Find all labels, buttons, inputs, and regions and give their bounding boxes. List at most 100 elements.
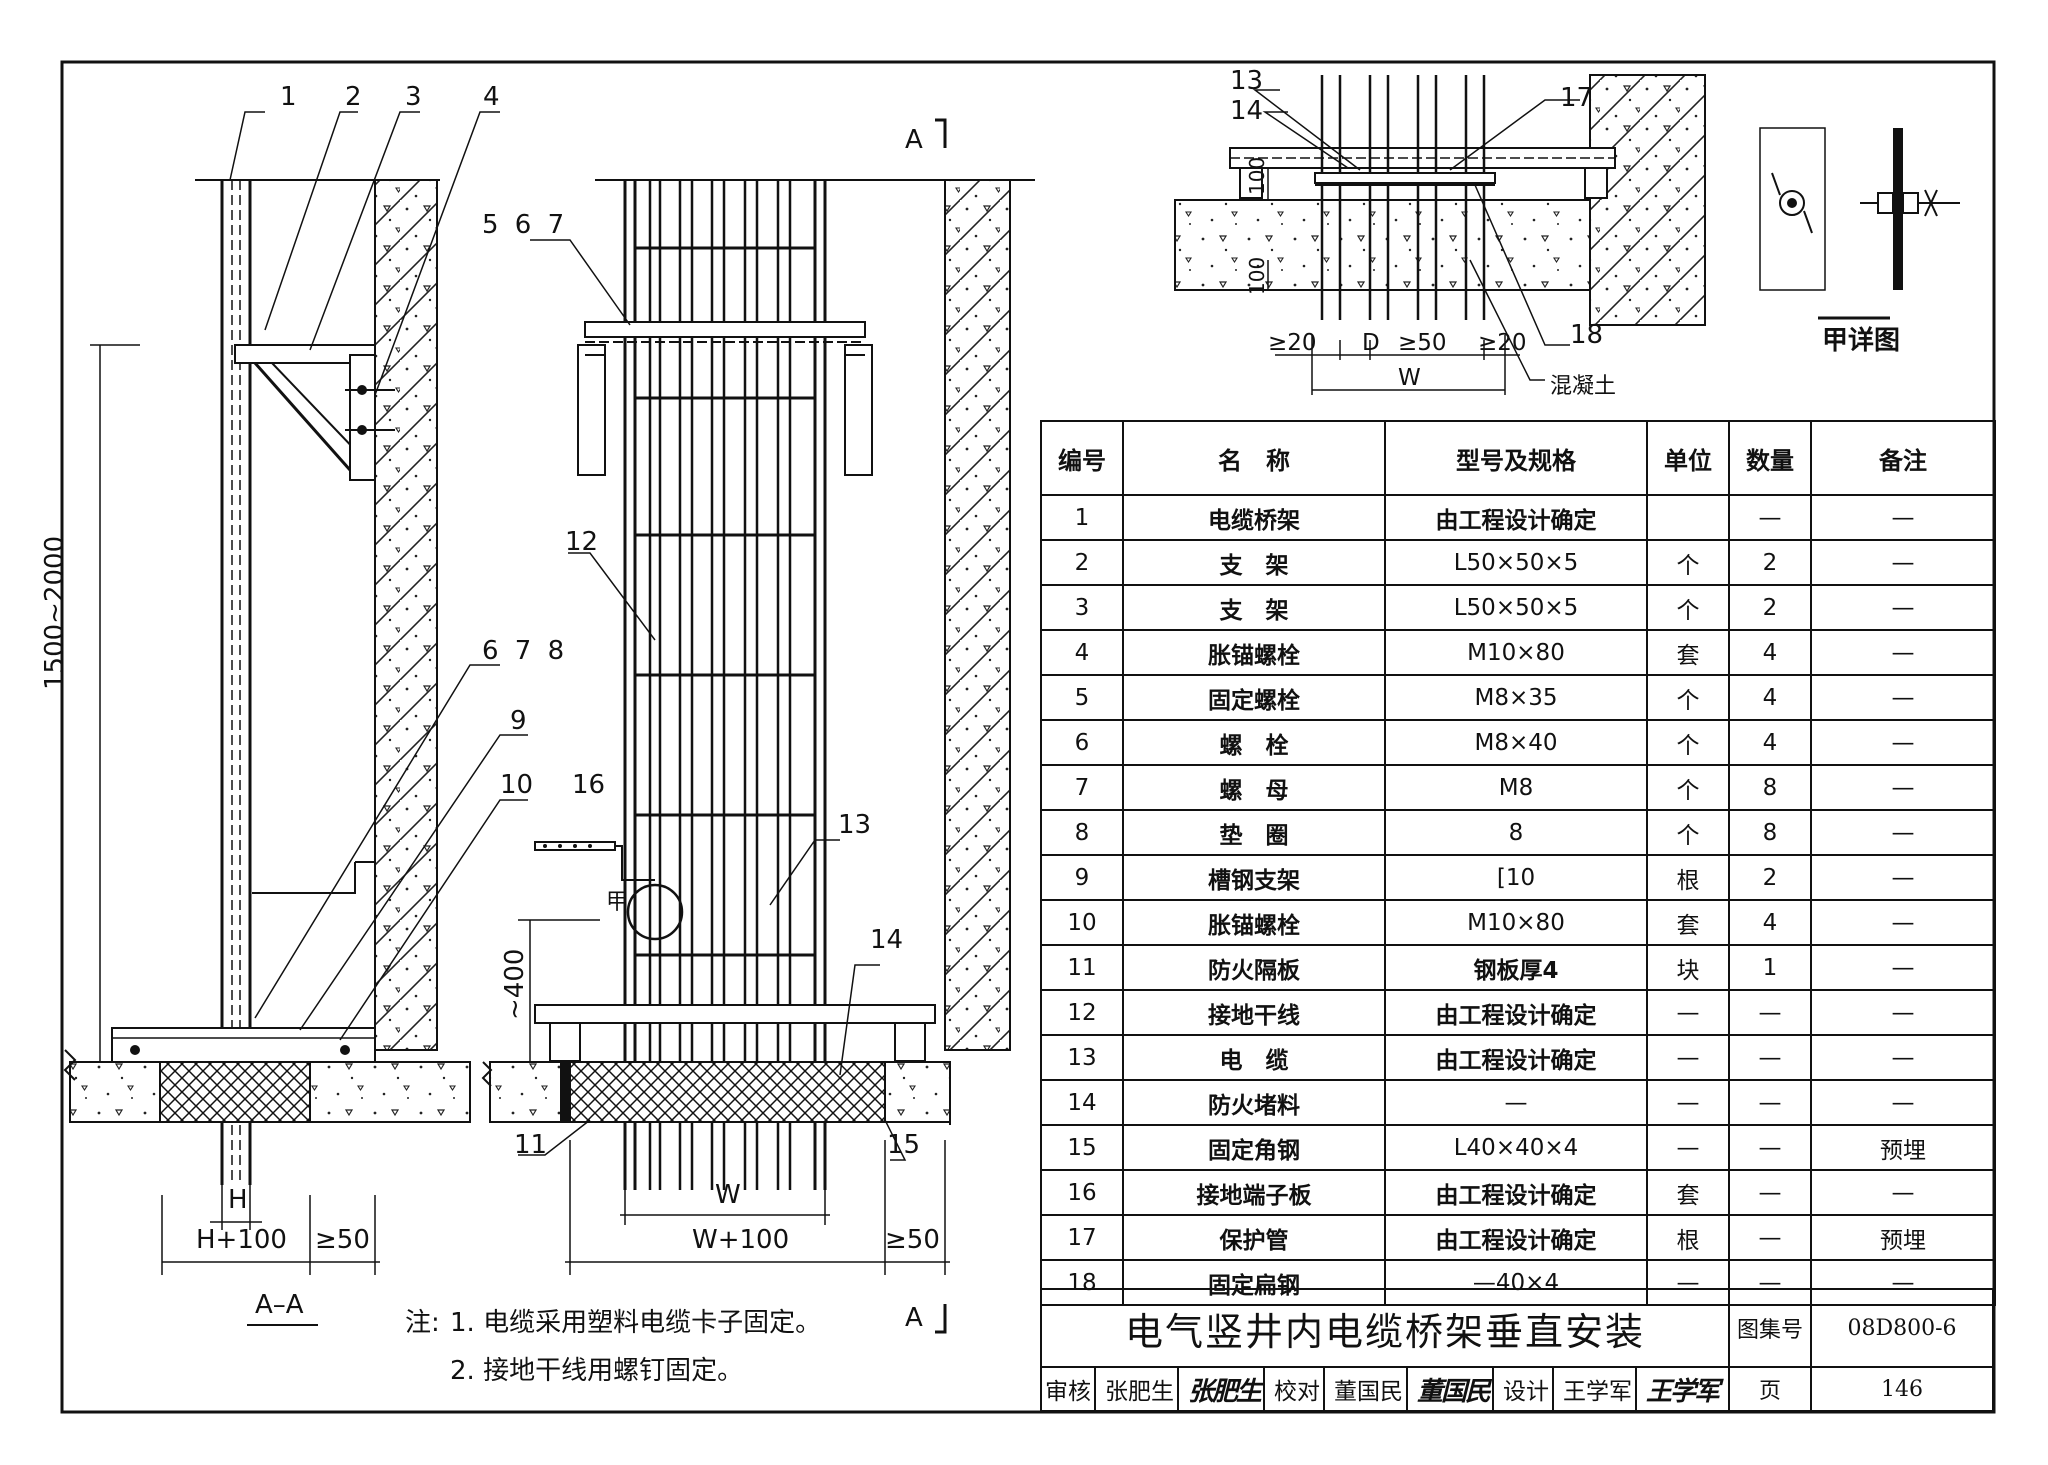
row-qty: 4 bbox=[1728, 674, 1812, 721]
row-qty: — bbox=[1728, 1214, 1812, 1261]
section-mark-bottom: A bbox=[905, 1303, 923, 1333]
callout-17: 17 bbox=[1560, 83, 1594, 113]
row-qty: 2 bbox=[1728, 854, 1812, 901]
dim-d: D bbox=[1362, 330, 1380, 356]
row-qty: 2 bbox=[1728, 539, 1812, 586]
row-no: 4 bbox=[1040, 629, 1124, 676]
callout-14-top: 14 bbox=[1230, 96, 1264, 126]
row-remark: — bbox=[1810, 674, 1996, 721]
atlas-label: 图集号 bbox=[1728, 1288, 1812, 1368]
review-label: 审核 bbox=[1045, 1379, 1091, 1405]
row-spec: L50×50×5 bbox=[1384, 539, 1648, 586]
atlas-number: 08D800-6 bbox=[1810, 1288, 1994, 1368]
row-remark: — bbox=[1810, 584, 1996, 631]
concrete-label: 混凝土 bbox=[1550, 374, 1617, 399]
row-unit: 个 bbox=[1646, 764, 1730, 811]
row-unit: — bbox=[1646, 1079, 1730, 1126]
callout-2: 2 bbox=[345, 82, 362, 112]
check-label: 校对 bbox=[1274, 1379, 1321, 1405]
row-name: 垫 圈 bbox=[1122, 809, 1386, 856]
channel-support bbox=[111, 1027, 376, 1063]
row-unit: 根 bbox=[1646, 854, 1730, 901]
row-name: 电 缆 bbox=[1122, 1034, 1386, 1081]
dim-100-a: 100 bbox=[1245, 156, 1269, 195]
row-no: 1 bbox=[1040, 494, 1124, 541]
row-no: 18 bbox=[1040, 1259, 1124, 1306]
row-no: 13 bbox=[1040, 1034, 1124, 1081]
row-remark: — bbox=[1810, 899, 1996, 946]
section-mark-top: A bbox=[905, 125, 923, 155]
row-unit bbox=[1646, 494, 1730, 541]
header-spec: 型号及规格 bbox=[1384, 420, 1648, 496]
section-a-a-view bbox=[63, 111, 528, 1326]
row-qty: 8 bbox=[1728, 764, 1812, 811]
row-name: 电缆桥架 bbox=[1122, 494, 1386, 541]
row-name: 防火堵料 bbox=[1122, 1079, 1386, 1126]
row-qty: — bbox=[1728, 1259, 1812, 1306]
row-qty: — bbox=[1728, 1169, 1812, 1216]
callout-15: 15 bbox=[887, 1130, 921, 1160]
row-remark: — bbox=[1810, 1079, 1996, 1126]
row-unit: 块 bbox=[1646, 944, 1730, 991]
row-no: 8 bbox=[1040, 809, 1124, 856]
callout-18: 18 bbox=[1570, 320, 1604, 350]
row-no: 5 bbox=[1040, 674, 1124, 721]
tray-rungs bbox=[635, 246, 815, 957]
row-no: 3 bbox=[1040, 584, 1124, 631]
dim-approx-400: ~400 bbox=[500, 948, 530, 1020]
header-unit: 单位 bbox=[1646, 420, 1730, 496]
table-header-row: 编号 名 称 型号及规格 单位 数量 备注 bbox=[1040, 420, 1996, 496]
row-name: 固定螺栓 bbox=[1122, 674, 1386, 721]
design-label: 设计 bbox=[1503, 1379, 1550, 1405]
row-remark: — bbox=[1810, 1259, 1996, 1306]
detail-jia bbox=[1759, 127, 1960, 320]
upper-bracket bbox=[577, 321, 873, 476]
note-1: 1. 电缆采用塑料电缆卡子固定。 bbox=[450, 1308, 822, 1338]
row-remark: — bbox=[1810, 809, 1996, 856]
callout-10: 10 bbox=[500, 770, 534, 800]
row-remark: — bbox=[1810, 1169, 1996, 1216]
row-spec: 由工程设计确定 bbox=[1384, 989, 1648, 1036]
row-spec: 由工程设计确定 bbox=[1384, 494, 1648, 541]
row-spec: M10×80 bbox=[1384, 629, 1648, 676]
row-name: 接地干线 bbox=[1122, 989, 1386, 1036]
row-no: 2 bbox=[1040, 539, 1124, 586]
row-spec: 钢板厚4 bbox=[1384, 944, 1648, 991]
header-name: 名 称 bbox=[1122, 420, 1386, 496]
row-spec: L40×40×4 bbox=[1384, 1124, 1648, 1171]
row-remark: — bbox=[1810, 989, 1996, 1036]
dim-ge20-b: ≥20 bbox=[1478, 330, 1527, 356]
page-number: 146 bbox=[1810, 1366, 1994, 1412]
row-spec: 由工程设计确定 bbox=[1384, 1169, 1648, 1216]
dim-ge20-a: ≥20 bbox=[1268, 330, 1317, 356]
dim-w-plus: W+100 bbox=[692, 1225, 790, 1255]
row-spec: —40×4 bbox=[1384, 1259, 1648, 1306]
row-no: 16 bbox=[1040, 1169, 1124, 1216]
header-remark: 备注 bbox=[1810, 420, 1996, 496]
row-remark: — bbox=[1810, 719, 1996, 766]
header-no: 编号 bbox=[1040, 420, 1124, 496]
row-unit: 个 bbox=[1646, 584, 1730, 631]
row-spec: 由工程设计确定 bbox=[1384, 1034, 1648, 1081]
callout-16: 16 bbox=[572, 770, 606, 800]
row-spec: L50×50×5 bbox=[1384, 584, 1648, 631]
floor-opening-detail bbox=[1174, 74, 1706, 395]
row-spec: 由工程设计确定 bbox=[1384, 1214, 1648, 1261]
row-remark: — bbox=[1810, 1034, 1996, 1081]
callout-4: 4 bbox=[483, 82, 500, 112]
row-spec: [10 bbox=[1384, 854, 1648, 901]
row-qty: 4 bbox=[1728, 899, 1812, 946]
callout-group-5-6-7: 5 6 7 bbox=[482, 210, 565, 240]
callout-11: 11 bbox=[514, 1130, 548, 1160]
